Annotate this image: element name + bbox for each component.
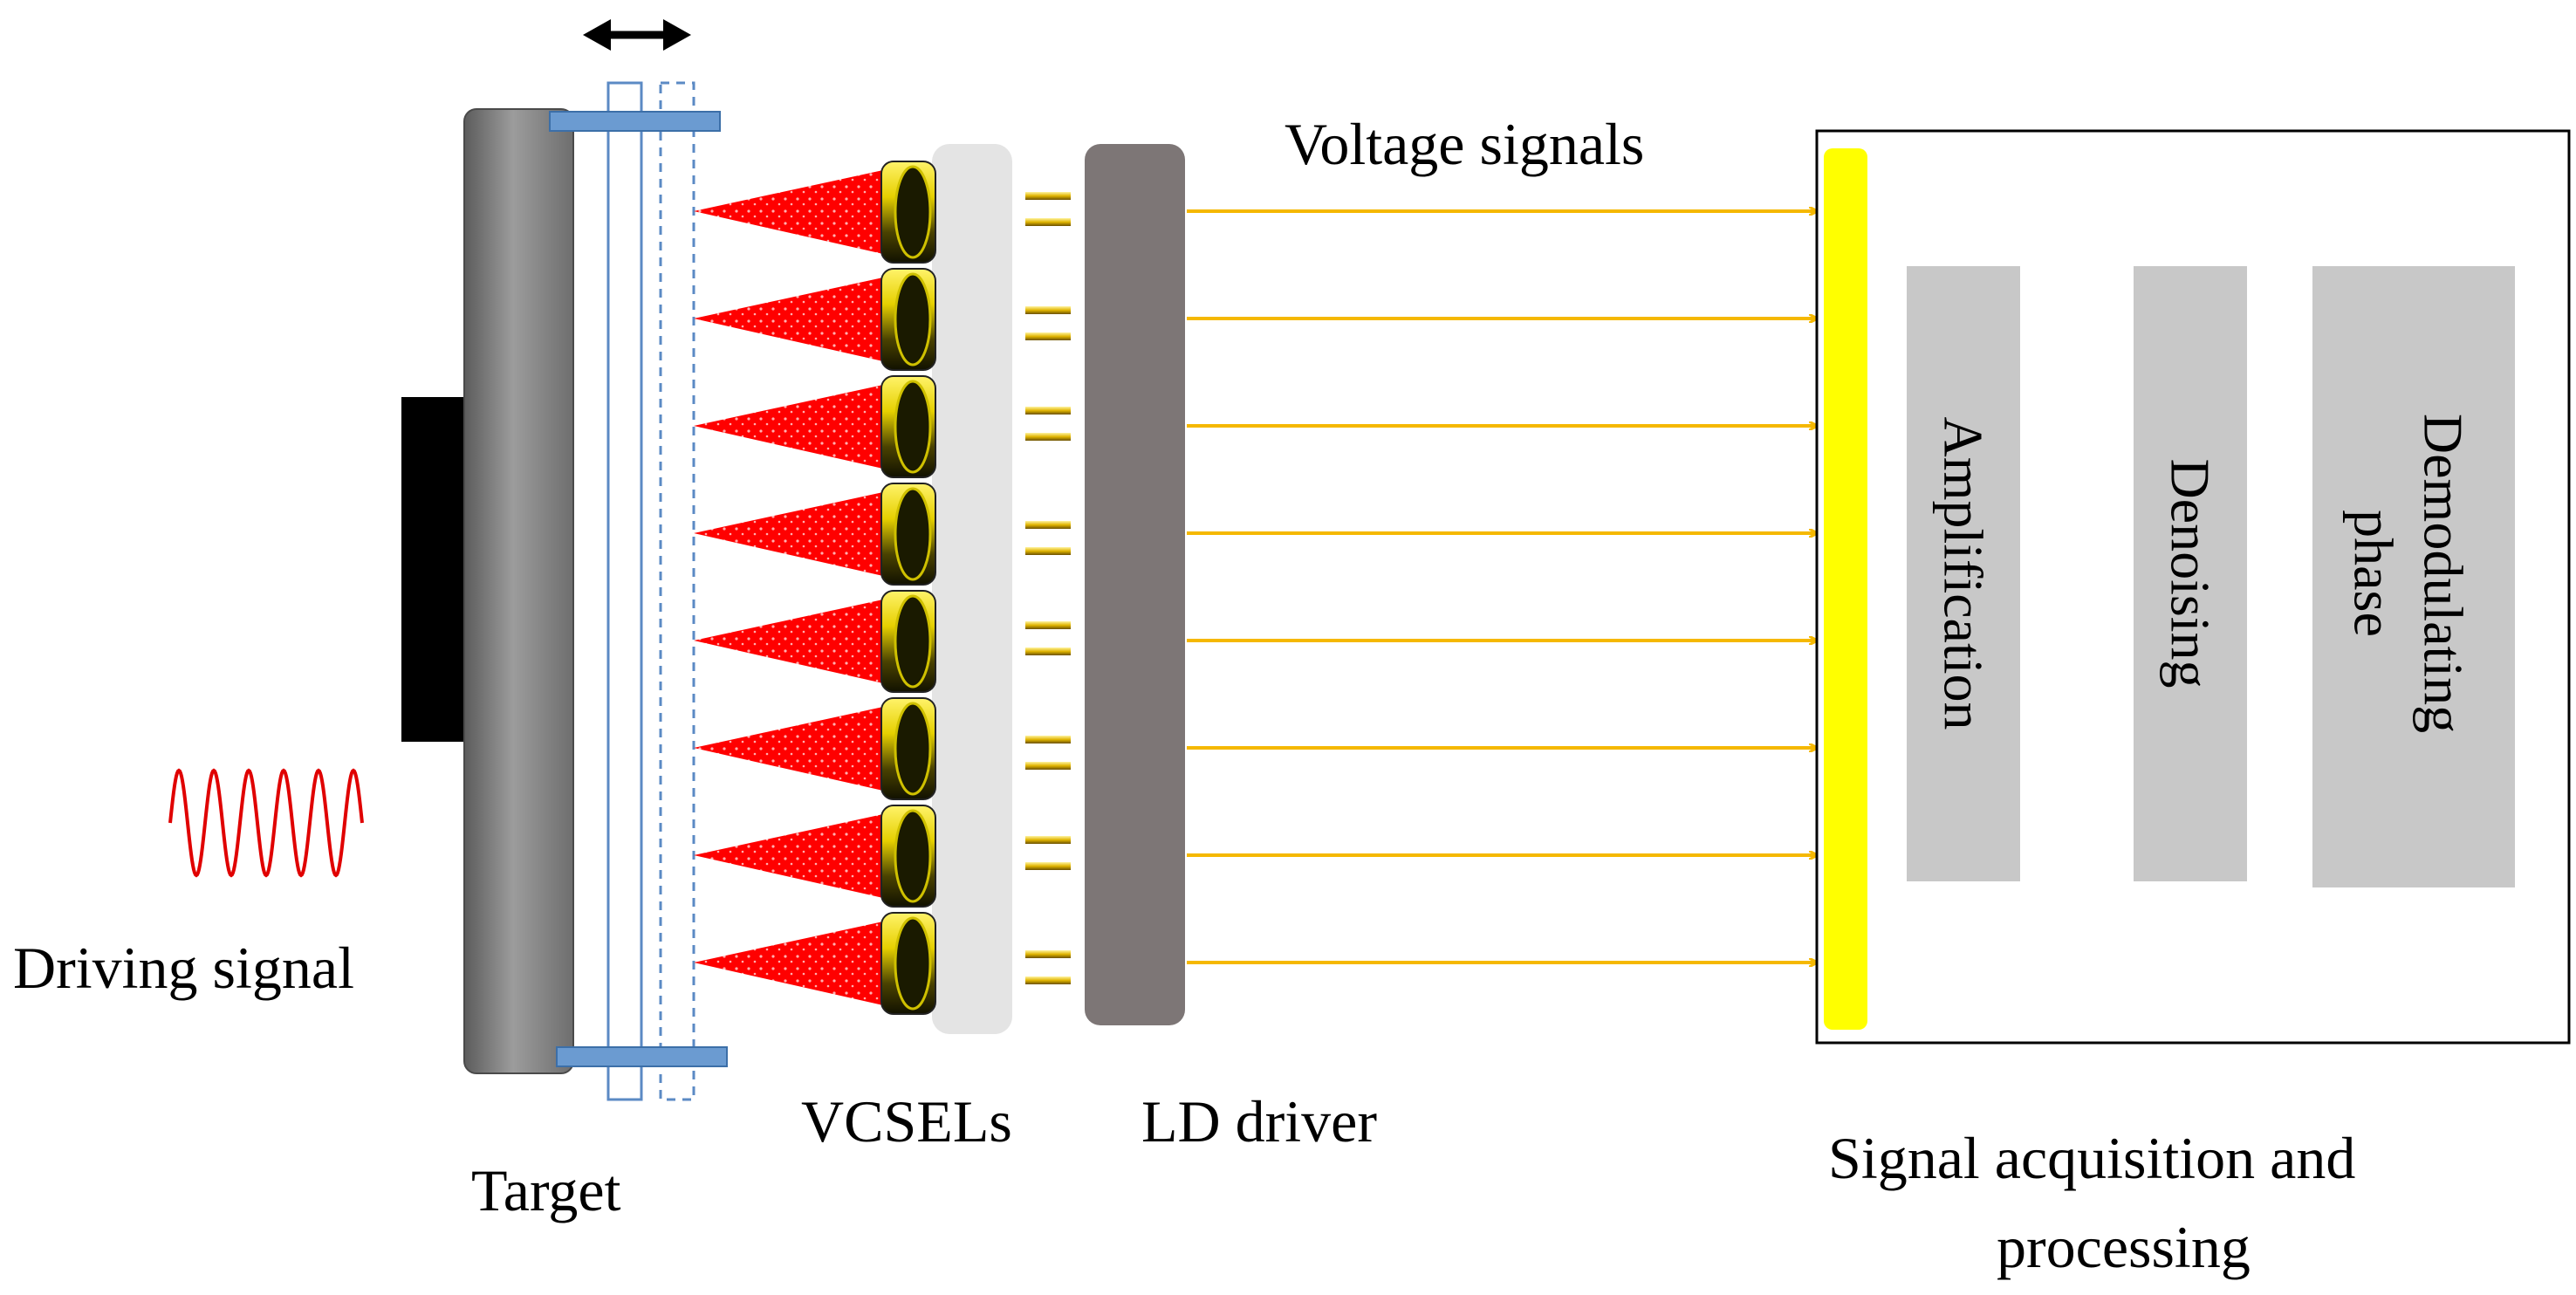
processing-label-demodulating-line2: phase [2343, 510, 2405, 637]
vcsel-aperture [894, 594, 932, 689]
processing-block-demodulating [2312, 266, 2515, 887]
driver-pin [1025, 332, 1071, 340]
vcsel-aperture [894, 272, 932, 367]
laser-beam [694, 278, 883, 361]
vcsel-aperture [894, 487, 932, 581]
vcsel-aperture [894, 809, 932, 903]
driving-signal-label: Driving signal [13, 935, 354, 1001]
vcsel-aperture [894, 165, 932, 259]
driver-pin [1025, 648, 1071, 655]
processing-label-amplification: Amplification [1933, 416, 1995, 730]
laser-beam [694, 814, 883, 898]
laser-beam [694, 385, 883, 469]
driver-pin [1025, 218, 1071, 226]
sine-wave-icon [168, 768, 364, 878]
laser-channels [694, 161, 1817, 1015]
processing-label-demodulating-line1: Demodulating [2413, 414, 2475, 733]
target-clamp-top [549, 111, 721, 132]
driver-pin [1025, 192, 1071, 200]
acquisition-input-bar [1824, 148, 1867, 1030]
driver-pin [1025, 736, 1071, 743]
double-arrow-icon [583, 19, 691, 51]
target-plate [549, 81, 728, 1101]
acquisition-label-line1: Signal acquisition and [1828, 1125, 2355, 1191]
processing-blocks: Amplification Denoising Demodulating pha… [1907, 266, 2515, 887]
vcsel-aperture [894, 916, 932, 1011]
driver-pin [1025, 621, 1071, 629]
laser-beam [694, 600, 883, 683]
driver-pin [1025, 547, 1071, 555]
laser-beam [694, 922, 883, 1005]
laser-beam [694, 707, 883, 791]
shaker-body [463, 108, 574, 1074]
laser-beam [694, 492, 883, 576]
voltage-signals-label: Voltage signals [1285, 111, 1644, 177]
driver-pin [1025, 836, 1071, 844]
processing-label-denoising: Denoising [2160, 458, 2222, 688]
vcsel-aperture [894, 702, 932, 796]
driver-pin [1025, 407, 1071, 415]
shaker [401, 108, 574, 1074]
vcsel-aperture [894, 380, 932, 474]
acquisition-label-line2: processing [1997, 1214, 2251, 1280]
driver-pin [1025, 862, 1071, 870]
target-clamp-bottom [556, 1046, 728, 1067]
vcsel-mount-plate [932, 144, 1012, 1034]
laser-beam [694, 170, 883, 254]
shaker-mount-block [401, 397, 473, 742]
driver-pin [1025, 306, 1071, 314]
driver-pin [1025, 521, 1071, 529]
vcsels-label: VCSELs [801, 1088, 1012, 1155]
ld-driver-label: LD driver [1141, 1088, 1377, 1155]
driver-pin [1025, 950, 1071, 958]
driver-pin [1025, 433, 1071, 441]
ld-driver-board [1085, 144, 1185, 1025]
processing-block-denoising [2134, 266, 2247, 881]
processing-block-amplification [1907, 266, 2020, 881]
target-label: Target [471, 1157, 621, 1223]
driver-pin [1025, 976, 1071, 984]
target-frame-solid [606, 81, 643, 1101]
target-frame-dashed [659, 81, 695, 1101]
driver-pin [1025, 762, 1071, 770]
